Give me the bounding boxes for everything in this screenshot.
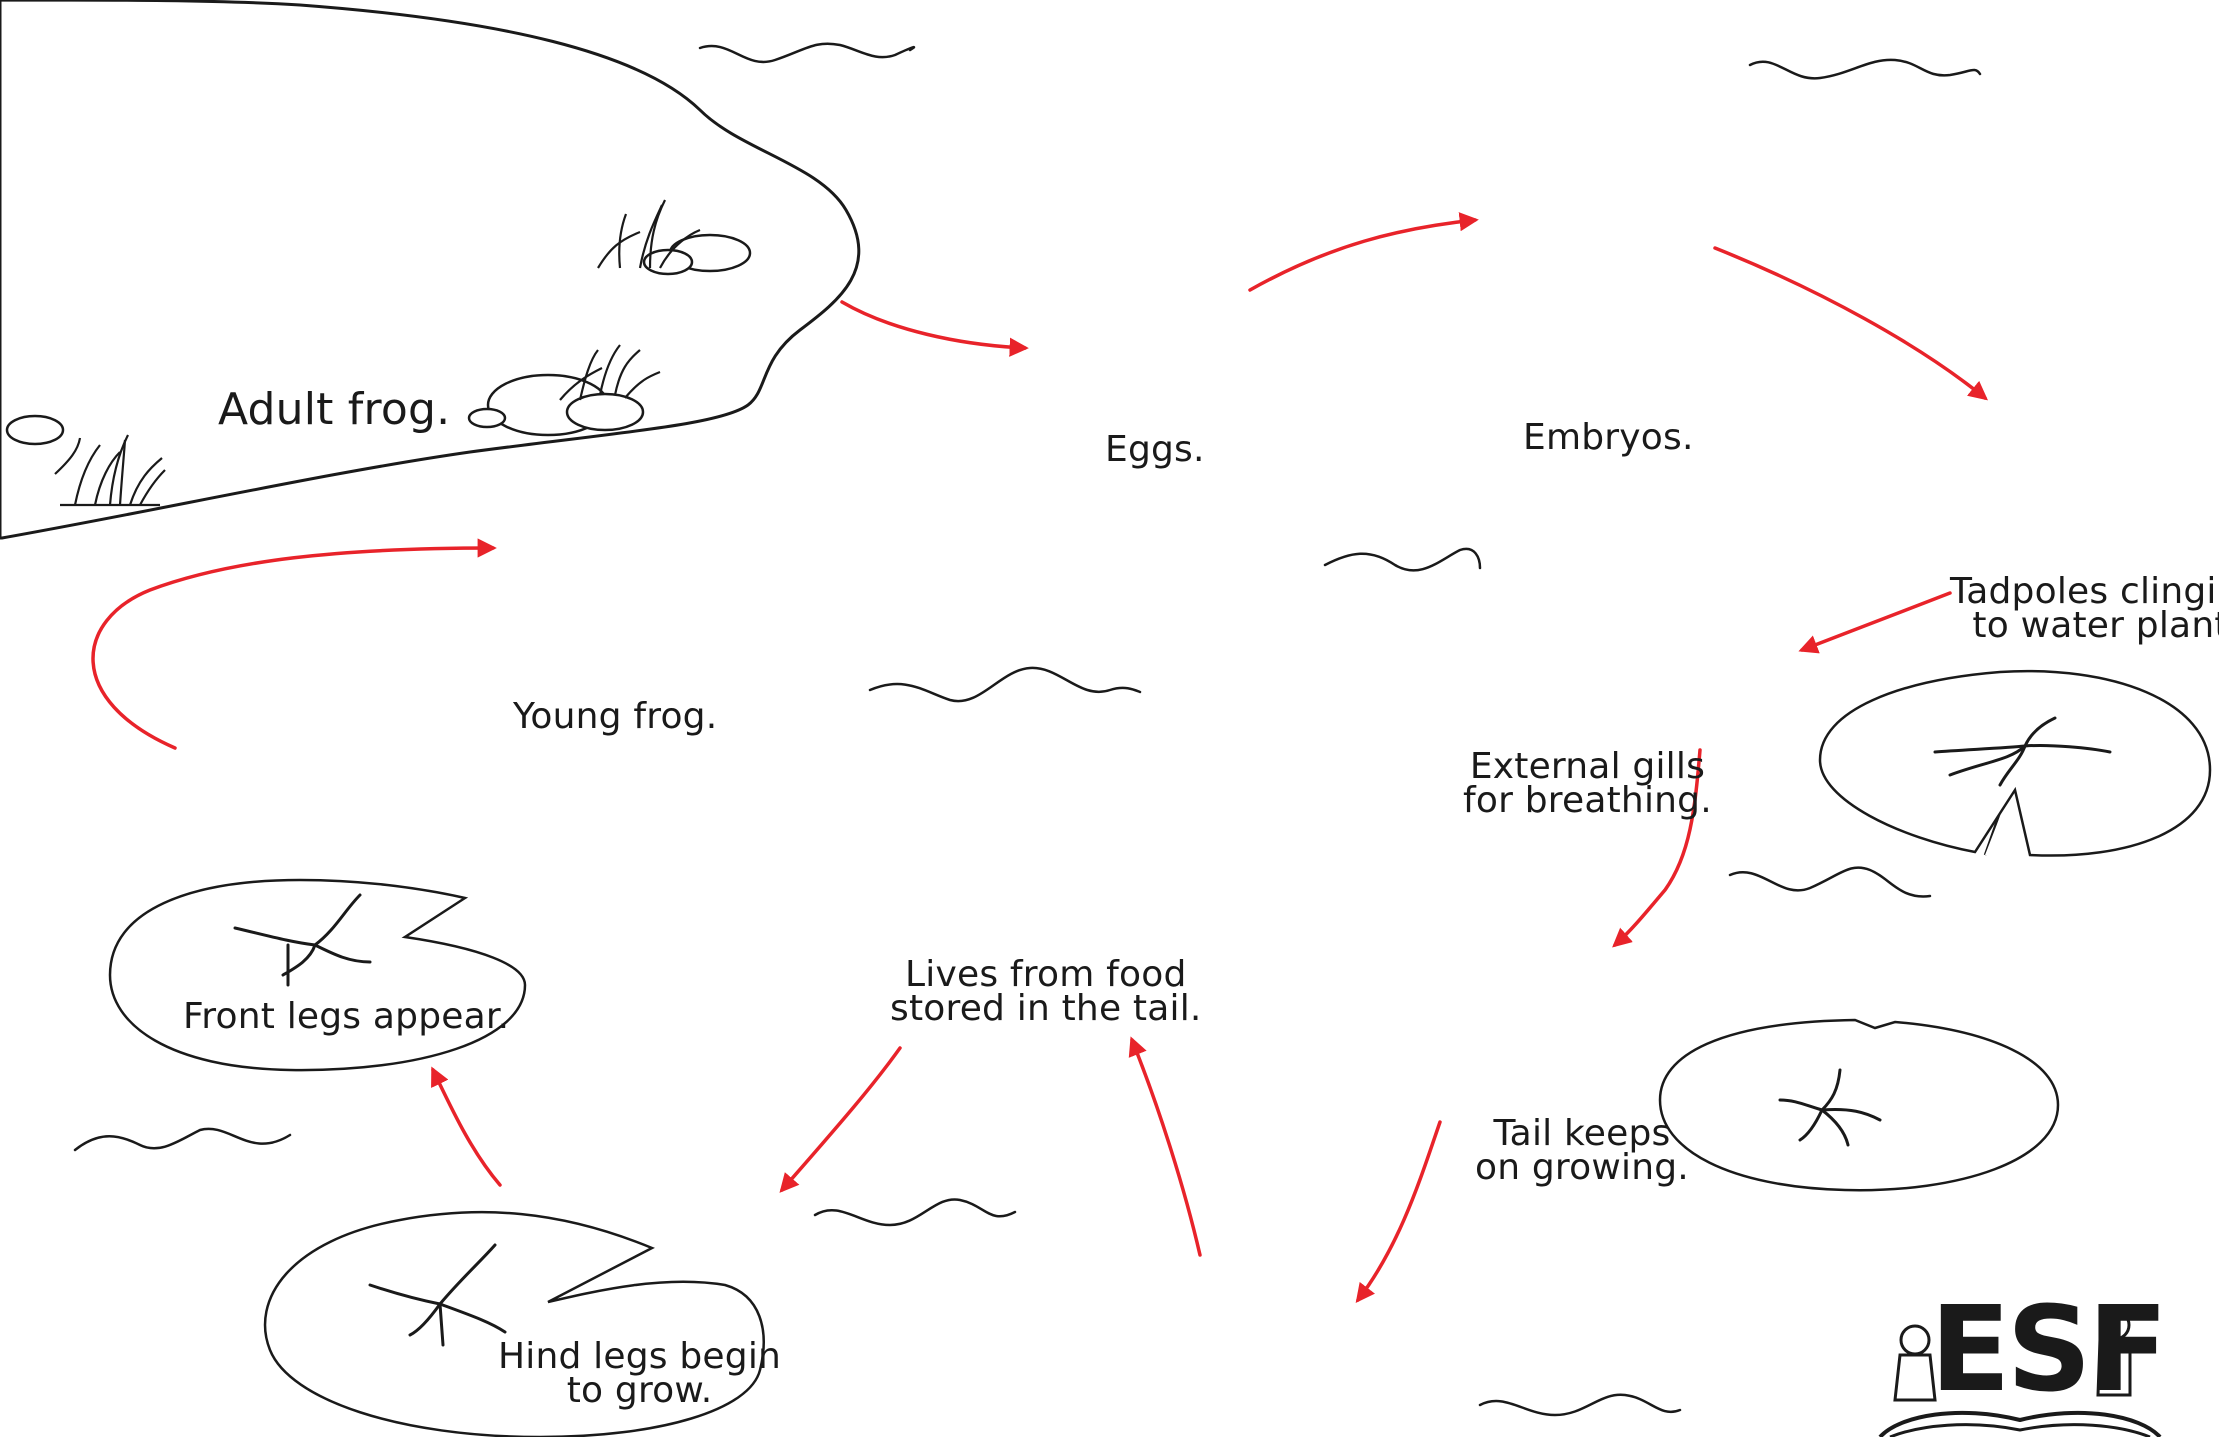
label-line: to water plant. [1972,605,2219,646]
label-adult-frog: Adult frog. [218,384,451,435]
esf-logo-text: ESF [1930,1280,2168,1418]
label-tail-keeps: Tail keeps on growing. [1475,1113,1689,1188]
arrow-eggs-to-embryos [1248,212,1479,292]
label-line: Tail keeps [1493,1113,1671,1154]
lily-pad-veins [233,716,2112,1347]
arrow-adult-to-eggs [840,300,1029,357]
label-embryos: Embryos. [1523,417,1694,458]
label-line: Lives from food [905,954,1187,995]
grass-tuft [559,344,661,401]
lily-pad [108,878,527,1072]
water-waves [73,42,1982,1417]
arrow-young-to-adult [91,538,497,750]
label-young-frog: Young frog. [513,696,718,737]
grass-tuft [54,434,166,507]
label-front-legs: Front legs appear. [183,996,510,1037]
arrow-hindlegs-to-frontlegs [431,1066,502,1187]
arrow-tail-to-food [1355,1120,1442,1304]
cycle-arrows [91,212,1988,1304]
label-external-gills: External gills for breathing. [1463,746,1712,821]
arrow-hindlegs-up [779,1046,902,1193]
label-line: Hind legs begin [498,1336,782,1377]
label-tadpoles-clinging: Tadpoles clinging to water plant. [1950,571,2219,646]
pond-bank [0,0,861,540]
rock [5,414,65,446]
arrow-tadpoles-to-gills [1798,591,1952,654]
label-line: stored in the tail. [890,988,1202,1029]
rock [565,392,645,432]
arrow-gills-to-tail [1612,748,1702,948]
child-figure [1899,1324,1931,1356]
label-line: External gills [1469,746,1706,787]
lily-pad [263,1210,765,1437]
rock [467,407,507,429]
rock [642,248,694,276]
label-eggs: Eggs. [1105,429,1205,470]
label-line: on growing. [1475,1147,1689,1188]
label-line: to grow. [566,1370,713,1411]
label-lives-from-food: Lives from food stored in the tail. [890,954,1202,1029]
lily-pad [1658,1018,2060,1192]
rocks-and-grass [5,199,752,507]
label-line: for breathing. [1463,780,1712,821]
label-hind-legs: Hind legs begin to grow. [498,1336,782,1411]
grass-tuft [597,199,701,269]
arrow-food-to-hindlegs [1128,1036,1202,1257]
label-line: Tadpoles clinging [1950,571,2219,612]
arrow-embryos-to-tadpoles [1713,246,1988,401]
esf-logo [1878,1309,2162,1437]
